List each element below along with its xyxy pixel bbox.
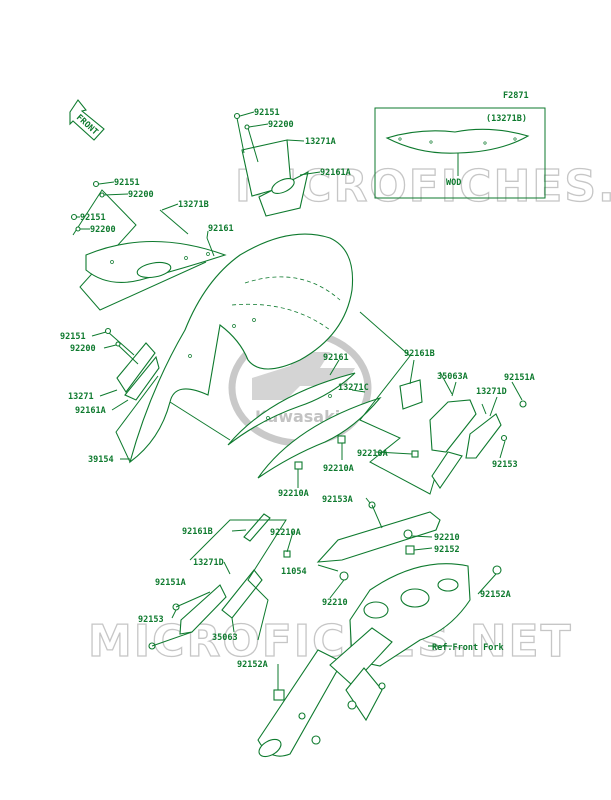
part-label: 92200 xyxy=(268,120,294,130)
lower-left-brackets xyxy=(148,513,291,650)
part-label: 35063 xyxy=(212,633,238,643)
inset-ref: (13271B) xyxy=(486,114,527,124)
watermark-group: MICROFICHES.NET MICROFICHES.NET Kawasaki xyxy=(87,160,611,667)
part-label: 92153 xyxy=(138,615,164,625)
left-trim-parts xyxy=(70,180,227,311)
part-label: 92152A xyxy=(480,590,511,600)
part-label: 92210A xyxy=(278,489,309,499)
part-label: 92210A xyxy=(323,464,354,474)
part-label: 92200 xyxy=(128,190,154,200)
part-label: 35063A xyxy=(437,372,468,382)
part-label: 92161B xyxy=(404,349,435,359)
inset-note: WOD xyxy=(446,178,461,188)
front-arrow-icon: FRONT xyxy=(69,99,105,141)
part-label: 92152 xyxy=(434,545,460,555)
part-label: 92151 xyxy=(114,178,140,188)
part-label: 92151 xyxy=(60,332,86,342)
part-label: 92151A xyxy=(155,578,186,588)
part-label: 11054 xyxy=(281,567,307,577)
part-label: 92161B xyxy=(182,527,213,537)
part-label: 13271C xyxy=(338,383,369,393)
windshield-39154 xyxy=(115,233,354,464)
part-label: 92151A xyxy=(504,373,535,383)
leader-lines xyxy=(77,111,523,690)
part-label: 92210A xyxy=(270,528,301,538)
part-label: 92161A xyxy=(320,168,351,178)
part-label: 92210 xyxy=(322,598,348,608)
part-label: 92151 xyxy=(80,213,106,223)
left-mid-trim xyxy=(104,327,160,401)
part-label: 13271D xyxy=(193,558,224,568)
ref-front-fork: Ref.Front Fork xyxy=(432,643,504,653)
part-label: 92153 xyxy=(492,460,518,470)
upper-trim-parts xyxy=(233,112,321,217)
part-label: 92210 xyxy=(434,533,460,543)
part-label: 13271 xyxy=(68,392,94,402)
part-label: 92153A xyxy=(322,495,353,505)
figure-code: F2871 xyxy=(503,91,529,101)
part-label: 13271A xyxy=(305,137,336,147)
part-label: 13271B xyxy=(178,200,209,210)
part-label: 92200 xyxy=(90,225,116,235)
part-label: 92151 xyxy=(254,108,280,118)
part-label: 92161A xyxy=(75,406,106,416)
part-label: 13271D xyxy=(476,387,507,397)
part-label: 92161 xyxy=(323,353,349,363)
right-brackets xyxy=(359,311,527,495)
part-label: 39154 xyxy=(88,455,114,465)
part-label: 92210A xyxy=(357,449,388,459)
part-label: 92152A xyxy=(237,660,268,670)
front-fork-assembly xyxy=(257,501,502,758)
part-label: 92161 xyxy=(208,224,234,234)
part-label: 92200 xyxy=(70,344,96,354)
inset-detail: (13271B) WOD xyxy=(374,107,546,199)
part-labels: 92151 92200 13271A 92161A 92151 92200 13… xyxy=(60,108,535,670)
